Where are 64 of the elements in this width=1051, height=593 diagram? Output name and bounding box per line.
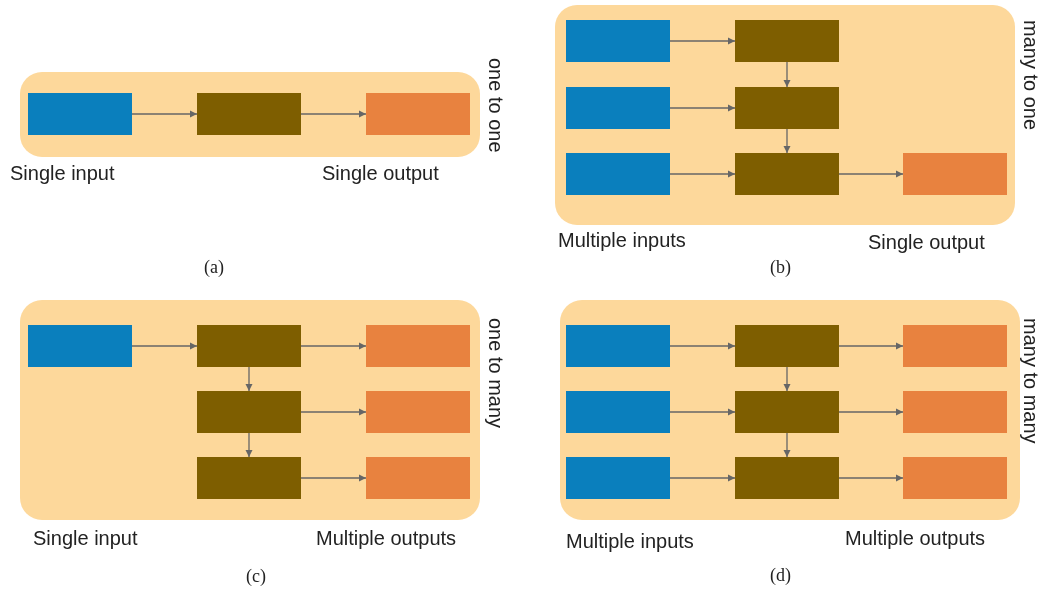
panel-label: Multiple inputs <box>558 229 686 252</box>
panel-label: Single output <box>868 231 985 254</box>
arrow <box>131 342 198 350</box>
subfigure-caption: (c) <box>246 566 266 587</box>
output-block <box>903 325 1007 367</box>
arrow <box>783 128 791 154</box>
hidden-block <box>197 391 301 433</box>
arrow <box>669 37 736 45</box>
panel-title: many to one <box>1019 20 1042 131</box>
input-block <box>566 457 670 499</box>
output-block <box>366 93 470 135</box>
input-block <box>28 93 132 135</box>
subfigure-caption: (a) <box>204 257 224 278</box>
hidden-block <box>735 391 839 433</box>
arrow <box>838 474 904 482</box>
panel-label: Single output <box>322 162 439 185</box>
arrow <box>669 408 736 416</box>
hidden-block <box>735 457 839 499</box>
panel-label: Multiple outputs <box>845 527 986 550</box>
output-block <box>903 153 1007 195</box>
input-block <box>566 153 670 195</box>
input-block <box>28 325 132 367</box>
subfigure-caption: (d) <box>770 565 791 586</box>
arrow <box>300 110 367 118</box>
arrow <box>300 342 367 350</box>
hidden-block <box>735 325 839 367</box>
panel-label: Multiple inputs <box>566 530 694 553</box>
arrow <box>783 432 791 458</box>
hidden-block <box>735 153 839 195</box>
arrow <box>838 170 904 178</box>
panel-title: one to many <box>484 318 507 429</box>
arrow <box>245 366 253 392</box>
hidden-block <box>197 325 301 367</box>
output-block <box>366 457 470 499</box>
input-block <box>566 87 670 129</box>
panel-label: Multiple outputs <box>316 527 457 550</box>
hidden-block <box>735 20 839 62</box>
subfigure-caption: (b) <box>770 257 791 278</box>
arrow <box>838 408 904 416</box>
panel-title: many to many <box>1019 318 1042 444</box>
hidden-block <box>197 457 301 499</box>
input-block <box>566 325 670 367</box>
arrow <box>245 432 253 458</box>
panel-title: one to one <box>484 58 507 153</box>
arrow <box>669 170 736 178</box>
arrow <box>669 342 736 350</box>
hidden-block <box>197 93 301 135</box>
arrow <box>838 342 904 350</box>
panel-label: Single input <box>10 162 115 185</box>
arrow <box>783 61 791 88</box>
arrow <box>300 408 367 416</box>
input-block <box>566 391 670 433</box>
panel-label: Single input <box>33 527 138 550</box>
arrow <box>131 110 198 118</box>
arrow <box>783 366 791 392</box>
output-block <box>903 457 1007 499</box>
input-block <box>566 20 670 62</box>
arrow <box>669 104 736 112</box>
arrow <box>300 474 367 482</box>
output-block <box>366 391 470 433</box>
hidden-block <box>735 87 839 129</box>
output-block <box>903 391 1007 433</box>
output-block <box>366 325 470 367</box>
arrow <box>669 474 736 482</box>
